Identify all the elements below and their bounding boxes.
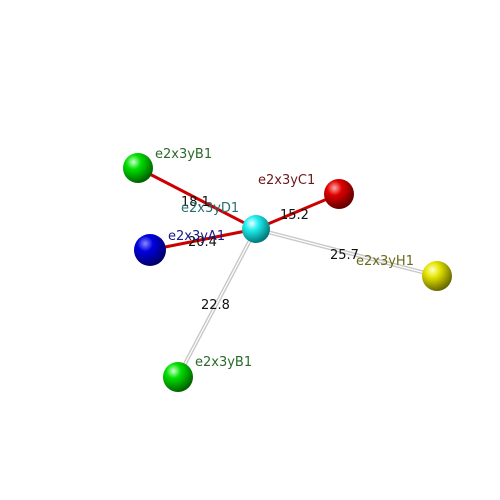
bond-center-a1 [149, 227, 257, 252]
bond-center-b1-top [137, 166, 257, 231]
atom-label-b1-bottom: e2x3yB1 [195, 355, 252, 370]
atom-label-c1: e2x3yC1 [258, 173, 315, 188]
atom-label-h1: e2x3yH1 [356, 254, 414, 269]
atom-a1[interactable] [134, 234, 166, 266]
atom-c1[interactable] [324, 179, 354, 209]
distance-label-a1: 20.4 [188, 235, 217, 250]
atom-b1-top[interactable] [123, 153, 153, 183]
distance-label-b1-bottom: 22.8 [201, 298, 230, 313]
atom-label-b1-top: e2x3yB1 [155, 147, 212, 162]
bond-center-b1-bottom [176, 228, 258, 378]
atom-label-a1: e2x3yA1 [168, 229, 225, 244]
distance-label-h1: 25.7 [330, 248, 359, 263]
atom-b1-bottom[interactable] [163, 362, 193, 392]
atom-h1[interactable] [422, 261, 452, 291]
distance-label-c1: 15.2 [280, 208, 309, 223]
bond-center-c1 [255, 192, 340, 231]
atom-label-center: e2x3yD1 [181, 201, 239, 216]
atom-center[interactable] [242, 215, 270, 243]
distance-label-b1-top: 18.1 [181, 195, 210, 210]
bond-center-h1 [255, 227, 438, 278]
